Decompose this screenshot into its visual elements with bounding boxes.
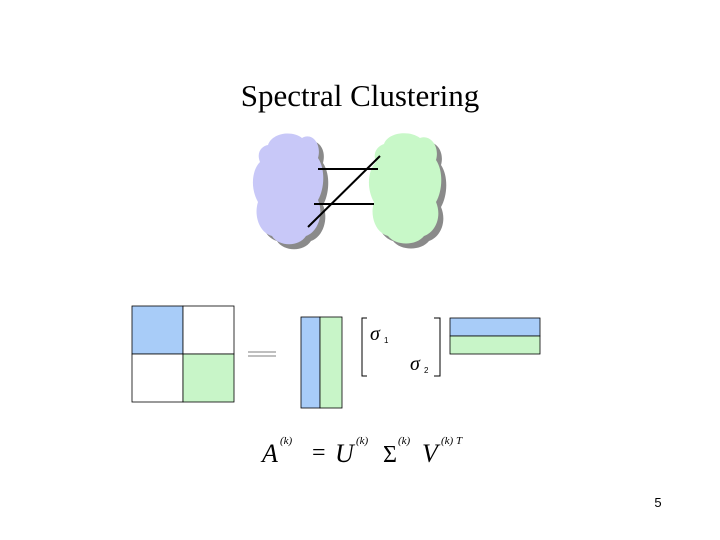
- equals-sign: [248, 351, 276, 357]
- eq-v-superscript: (k) T: [441, 435, 463, 447]
- block-top-right: [182, 305, 235, 355]
- svd-equation: A (k) = U (k) Σ (k) V (k) T: [260, 435, 463, 468]
- block-matrix: [131, 305, 235, 403]
- eq-sigma-superscript: (k): [398, 435, 411, 447]
- slide-title: Spectral Clustering: [240, 78, 480, 113]
- eq-a: A: [260, 439, 278, 468]
- eq-u-superscript: (k): [356, 435, 369, 447]
- sigma-1: σ: [370, 323, 381, 345]
- sigma-2-subscript: 2: [424, 366, 429, 375]
- u-matrix: [300, 316, 343, 409]
- sigma-matrix: σ 1 σ 2: [361, 317, 441, 377]
- sigma-left-bracket: [361, 317, 367, 377]
- block-bottom-right: [182, 353, 235, 403]
- block-bottom-left: [131, 353, 184, 403]
- u-column-1: [300, 316, 321, 409]
- blue-cluster-cloud: [252, 133, 329, 250]
- v-transpose-matrix: [449, 317, 541, 355]
- slide-number: 5: [654, 495, 662, 510]
- sigma-1-subscript: 1: [384, 336, 389, 345]
- eq-u: U: [335, 439, 356, 468]
- u-column-2: [319, 316, 343, 409]
- eq-v: V: [422, 439, 441, 468]
- v-row-2: [449, 335, 541, 355]
- green-cluster-cloud: [368, 133, 447, 249]
- v-row-1: [449, 317, 541, 337]
- edge-diagonal: [307, 155, 381, 228]
- sigma-2: σ: [410, 353, 421, 375]
- block-top-left: [131, 305, 184, 355]
- eq-equals: =: [312, 440, 326, 466]
- eq-a-superscript: (k): [280, 435, 293, 447]
- blue-cluster-body: [252, 133, 324, 245]
- sigma-right-bracket: [434, 317, 441, 377]
- eq-sigma: Σ: [383, 442, 397, 468]
- green-cluster-body: [368, 133, 442, 244]
